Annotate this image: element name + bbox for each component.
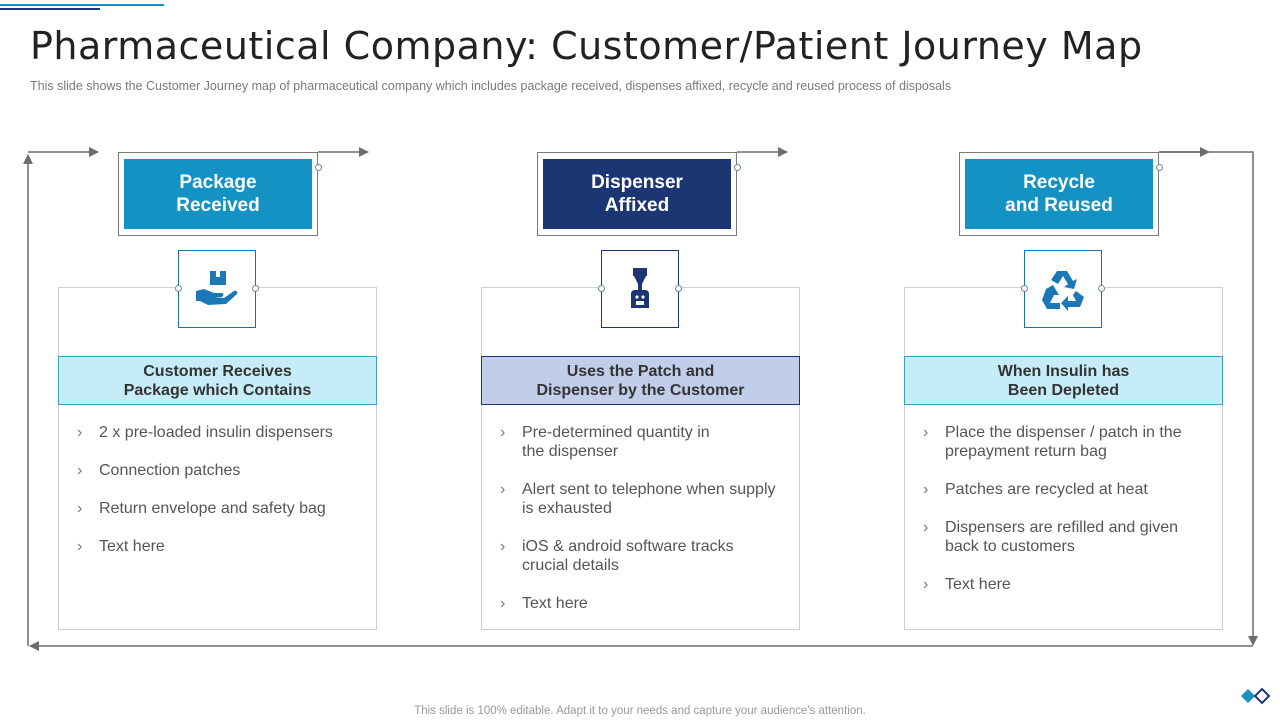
connector-dot [1021, 285, 1028, 292]
hand-holding-box-icon [196, 271, 238, 305]
list-item: Text here [923, 575, 1213, 594]
list-item: Patches are recycled at heat [923, 480, 1213, 499]
footer-note: This slide is 100% editable. Adapt it to… [414, 705, 866, 717]
icon-frame-package [178, 250, 256, 328]
list-item: Return envelope and safety bag [77, 499, 357, 518]
subheader-insulin-depleted: When Insulin has Been Depleted [904, 356, 1223, 405]
header-recycle-reused: Recycle and Reused [965, 159, 1153, 229]
connector-dot [1098, 285, 1105, 292]
card-package-received [58, 287, 377, 630]
subheader-uses-patch: Uses the Patch and Dispenser by the Cust… [481, 356, 800, 405]
icon-frame-recycle [1024, 250, 1102, 328]
header-package-received: Package Received [124, 159, 312, 229]
insulin-dispenser-icon [631, 268, 649, 308]
subheader-customer-receives: Customer Receives Package which Contains [58, 356, 377, 405]
list-item: Pre-determined quantity in the dispenser [500, 423, 790, 461]
top-accent-line [0, 4, 164, 6]
bullet-list-package: 2 x pre-loaded insulin dispensers Connec… [77, 423, 357, 575]
bullet-list-dispenser: Pre-determined quantity in the dispenser… [500, 423, 790, 632]
list-item: Text here [77, 537, 357, 556]
list-item: Text here [500, 594, 790, 613]
list-item: Connection patches [77, 461, 357, 480]
list-item: Place the dispenser / patch in the prepa… [923, 423, 1213, 461]
list-item: Alert sent to telephone when supply is e… [500, 480, 790, 518]
list-item: 2 x pre-loaded insulin dispensers [77, 423, 357, 442]
recycle-icon [1042, 271, 1084, 311]
connector-dot [598, 285, 605, 292]
list-item: iOS & android software tracks crucial de… [500, 537, 790, 575]
connector-dot [315, 164, 322, 171]
connector-dot [175, 285, 182, 292]
connector-dot [1156, 164, 1163, 171]
header-dispenser-affixed: Dispenser Affixed [543, 159, 731, 229]
connector-dot [675, 285, 682, 292]
connector-dot [252, 285, 259, 292]
page-subtitle: This slide shows the Customer Journey ma… [30, 79, 952, 93]
list-item: Dispensers are refilled and given back t… [923, 518, 1213, 556]
bullet-list-recycle: Place the dispenser / patch in the prepa… [923, 423, 1213, 613]
icon-frame-dispenser [601, 250, 679, 328]
connector-dot [734, 164, 741, 171]
page-title: Pharmaceutical Company: Customer/Patient… [30, 24, 1143, 68]
brand-logo-icon [1241, 687, 1271, 705]
top-accent-line-secondary [0, 8, 100, 10]
